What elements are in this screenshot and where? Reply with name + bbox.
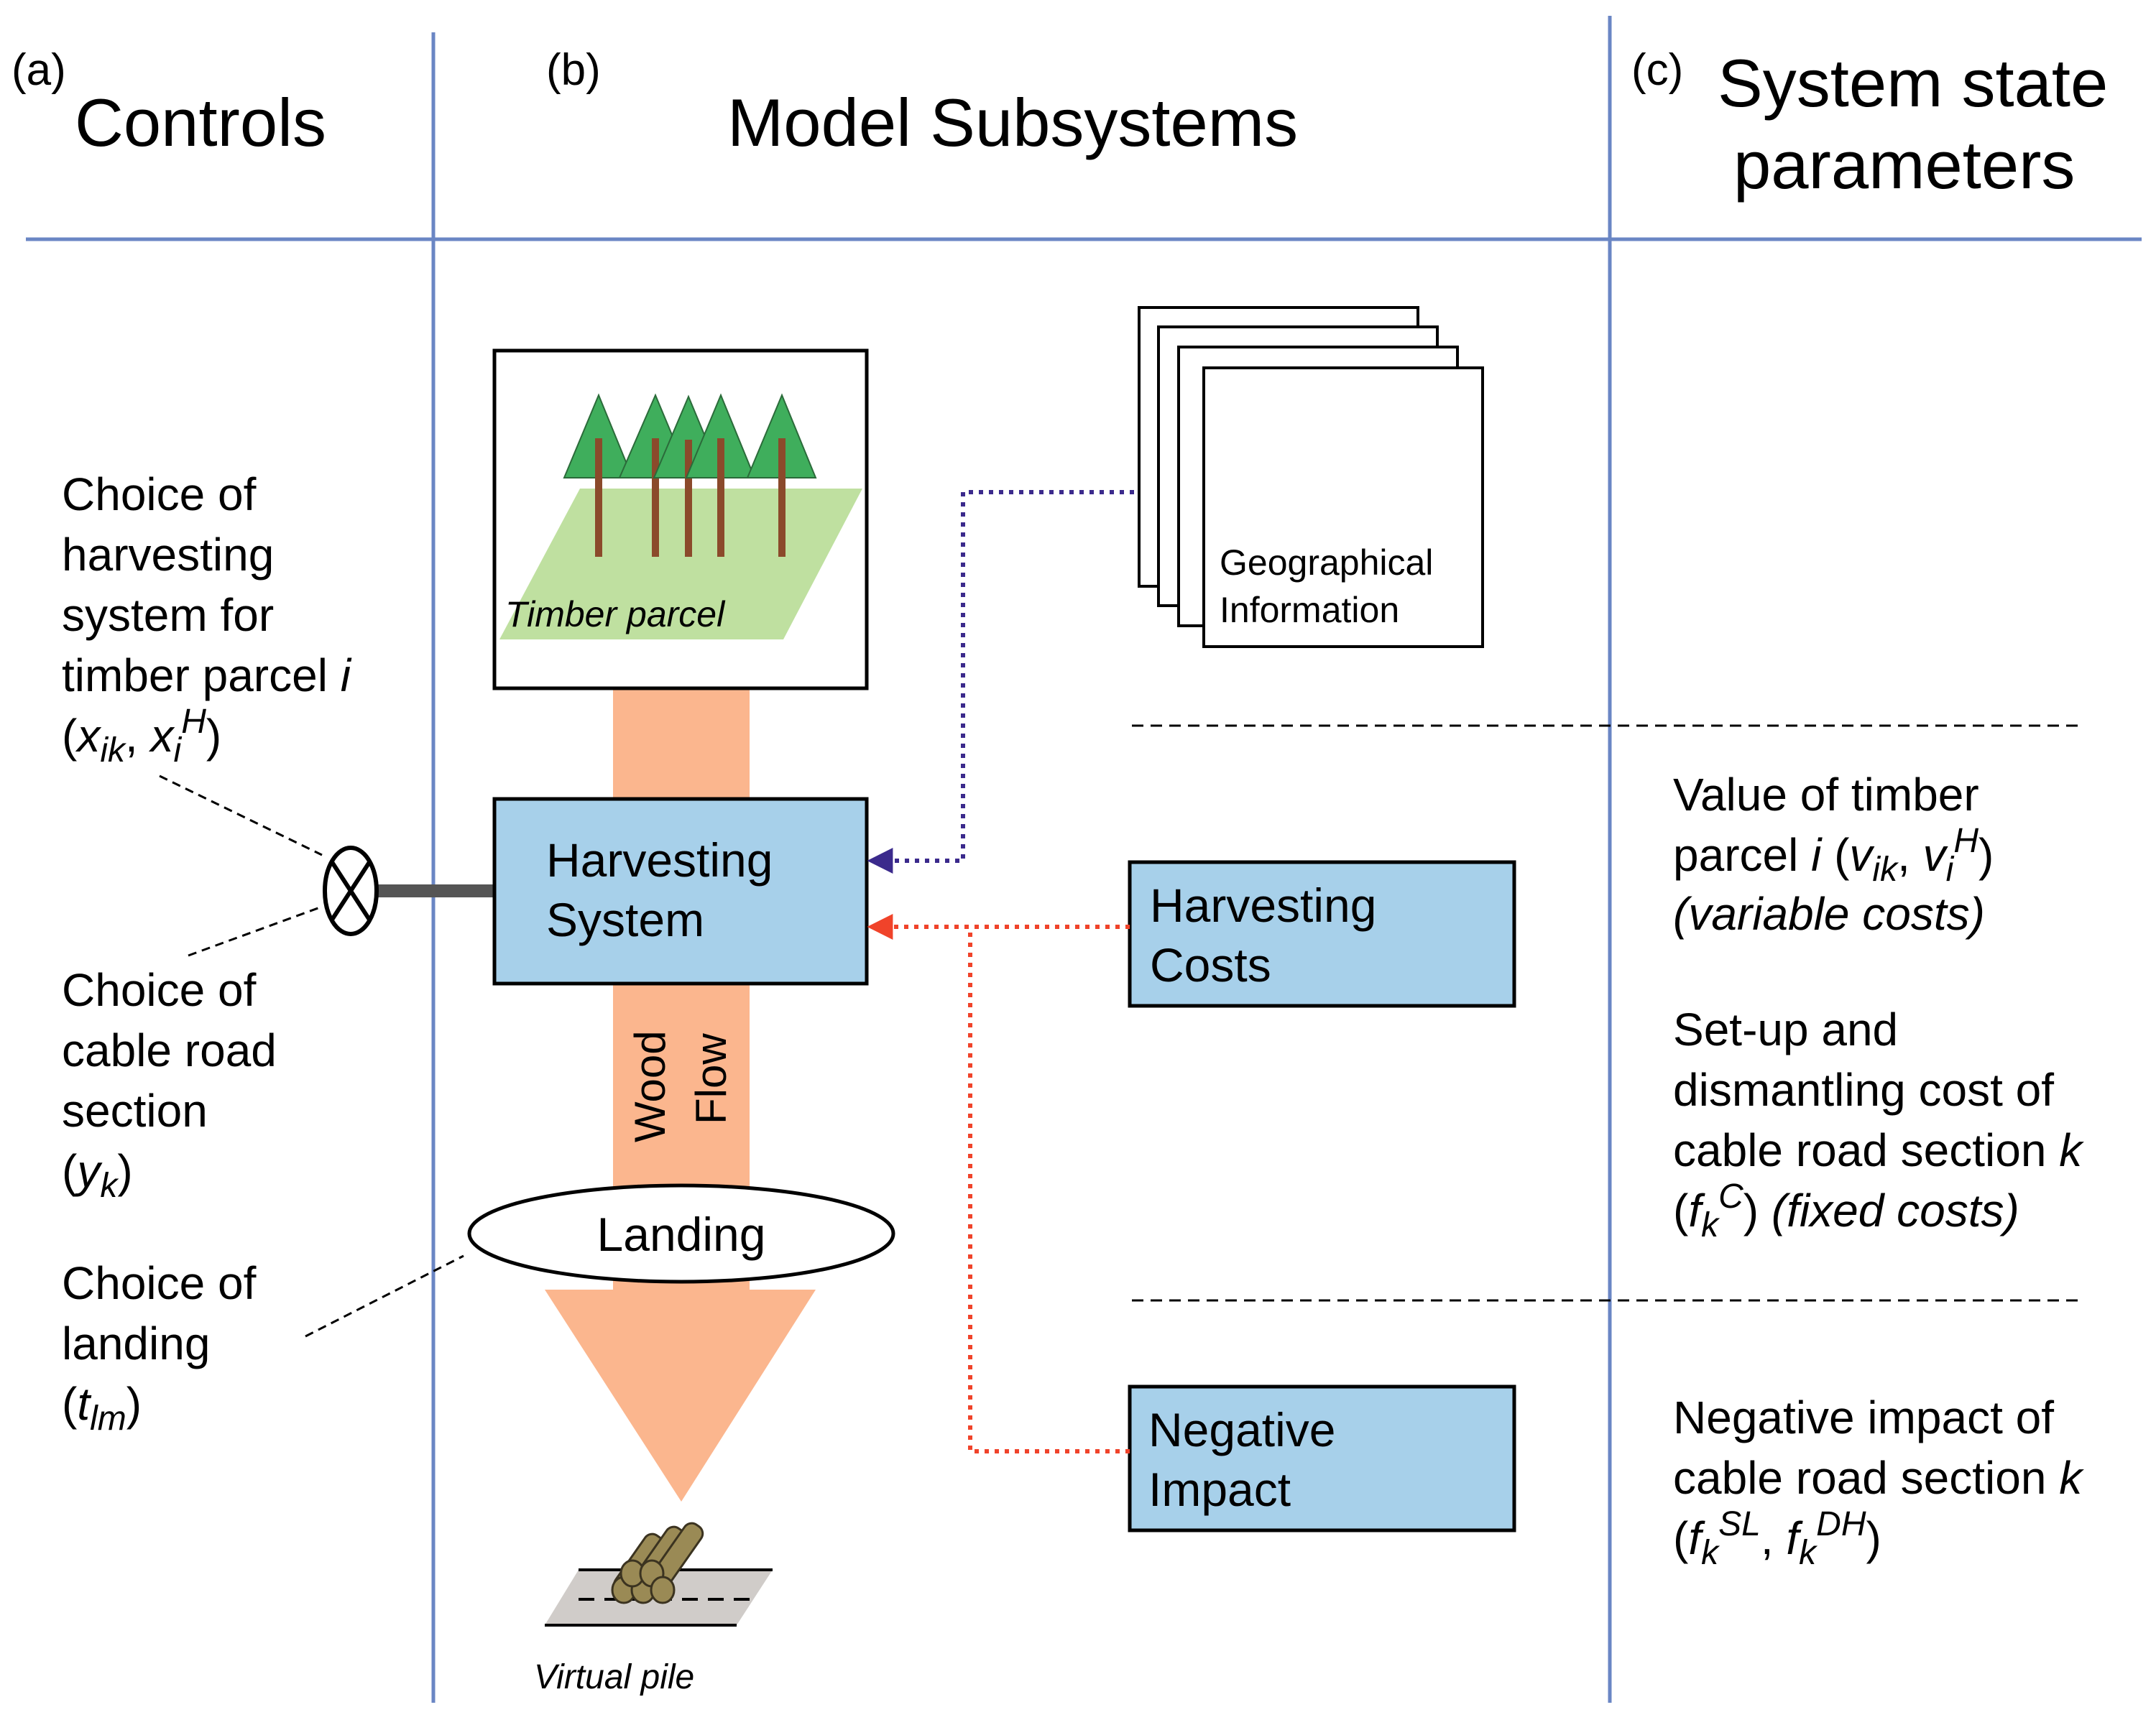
control-landing-choice: Choice of landing (tlm) [62,1257,257,1438]
landing-line-1: Choice of [62,1257,257,1309]
timber-parcel-label: Timber parcel [505,594,726,634]
panel-b-tag: (b) [546,45,601,95]
value-line-3: (variable costs) [1673,888,1985,940]
harvest-line-5: (xik, xiH) [62,703,221,769]
harvest-line-1: Choice of [62,468,257,520]
setup-line-3: cable road section k [1673,1124,2084,1176]
harvesting-costs-label-2: Costs [1150,938,1271,991]
neg-line-1: Negative impact of [1673,1392,2054,1443]
cable-line-4: (yk) [62,1145,133,1205]
tree-icons [563,393,817,557]
landing-line-3: (tlm) [62,1378,142,1438]
panel-b-title: Model Subsystems [727,85,1298,160]
leader-landing [305,1254,464,1338]
leader-cable [188,905,323,957]
wood-label: Wood [626,1030,674,1142]
impact-to-harvesting-link [968,927,1130,1453]
geo-label-2: Information [1220,590,1399,630]
state-value-of-timber: Value of timber parcel i (vik, viH) (var… [1673,769,1994,940]
column-dividers [26,16,2142,1703]
control-harvesting-choice: Choice of harvesting system for timber p… [62,468,352,769]
harvest-line-2: harvesting [62,529,274,581]
leader-harvest [159,775,323,856]
harvest-line-4: timber parcel i [62,649,352,701]
control-cable-road-choice: Choice of cable road section (yk) [62,964,277,1205]
harvesting-system-label-1: Harvesting [546,833,773,887]
flow-label: Flow [687,1033,735,1124]
panel-c-title-line1: System state [1718,45,2108,121]
landing-label: Landing [597,1208,766,1261]
cable-line-1: Choice of [62,964,257,1016]
neg-line-2: cable road section k [1673,1452,2084,1504]
harvest-line-3: system for [62,589,274,641]
neg-line-3: (fkSL, fkDH) [1673,1505,1881,1572]
landing-node: Landing [467,1183,895,1284]
harvesting-costs-box: Harvesting Costs [1128,860,1516,1008]
harvesting-system-box: Harvesting System [492,797,869,986]
harvesting-costs-label-1: Harvesting [1150,879,1376,932]
control-valve [323,846,494,936]
state-setup-cost: Set-up and dismantling cost of cable roa… [1673,1004,2084,1244]
setup-line-4: (fkC) (fixed costs) [1673,1178,2019,1244]
virtual-pile-icon: Virtual pile [534,1522,773,1696]
value-line-2: parcel i (vik, viH) [1673,822,1994,889]
landing-line-2: landing [62,1318,210,1369]
value-line-1: Value of timber [1673,769,1979,820]
state-negative-impact: Negative impact of cable road section k … [1673,1392,2084,1572]
panel-a-title: Controls [75,85,326,160]
geographical-information-stack [1138,306,1484,648]
cable-line-3: section [62,1085,208,1137]
negative-impact-label-2: Impact [1148,1463,1291,1516]
timber-parcel-box: Timber parcel [492,348,869,690]
panel-c-tag: (c) [1631,45,1683,95]
cable-line-2: cable road [62,1025,277,1076]
virtual-pile-label: Virtual pile [534,1658,694,1696]
negative-impact-label-1: Negative [1148,1403,1336,1456]
log-pile [611,1522,704,1604]
parcel-ground [499,489,862,639]
setup-line-1: Set-up and [1673,1004,1898,1055]
setup-line-2: dismantling cost of [1673,1064,2054,1116]
panel-a-tag: (a) [11,45,66,95]
negative-impact-box: Negative Impact [1128,1384,1516,1532]
geo-to-harvesting-link [867,490,1134,874]
geo-label-1: Geographical [1220,542,1433,583]
panel-c-title-line2: parameters [1733,127,2075,203]
harvesting-system-label-2: System [546,893,704,946]
